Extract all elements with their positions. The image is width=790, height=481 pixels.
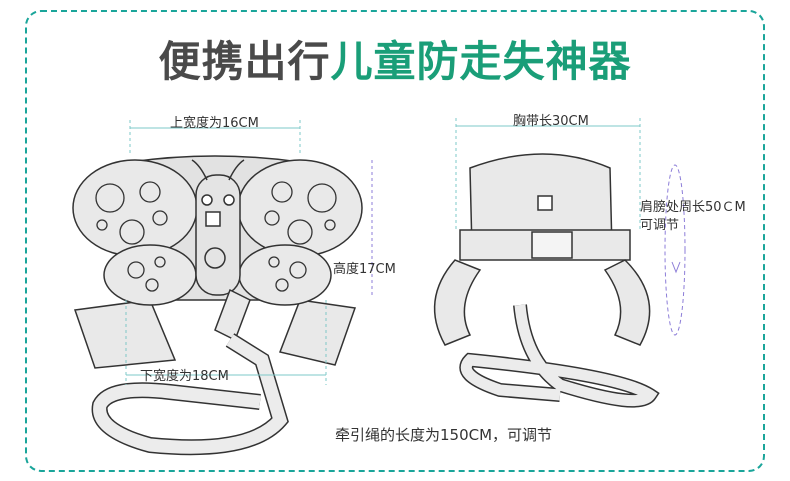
leash-label: 牵引绳的长度为150CM，可调节 bbox=[335, 426, 553, 444]
buckle bbox=[531, 231, 573, 259]
label-tag-back bbox=[537, 195, 553, 211]
left-eye bbox=[201, 194, 213, 206]
lower-width-label: 下宽度为18CM bbox=[140, 369, 229, 384]
page-title: 便携出行儿童防走失神器 bbox=[0, 28, 790, 89]
upper-width-label: 上宽度为16CM bbox=[170, 116, 259, 131]
ring bbox=[204, 247, 226, 269]
height-label: 高度17CM bbox=[333, 262, 396, 277]
title-part-2: 儿童防走失神器 bbox=[330, 37, 632, 86]
title-part-1: 便携出行 bbox=[158, 37, 331, 86]
left-lower-wing bbox=[103, 244, 197, 306]
back-leash-fill bbox=[460, 304, 658, 407]
left-lower-strap bbox=[73, 299, 177, 369]
right-lower-wing bbox=[238, 244, 332, 306]
label-tag bbox=[205, 211, 221, 227]
right-antenna bbox=[228, 159, 245, 181]
left-antenna bbox=[191, 159, 208, 181]
left-shoulder-strap bbox=[433, 259, 482, 346]
leash-fill bbox=[93, 334, 288, 454]
shoulder-label-line2: 可调节 bbox=[640, 218, 680, 233]
right-lower-strap bbox=[278, 299, 357, 366]
butterfly-body bbox=[195, 174, 241, 296]
shoulder-label-line1: 肩膀处周长50ＣM bbox=[640, 200, 746, 215]
dashed-frame bbox=[25, 10, 765, 472]
shoulder-loop-guide bbox=[664, 164, 686, 336]
right-eye bbox=[223, 194, 235, 206]
chest-strap-label: 胸带长30CM bbox=[513, 114, 589, 129]
right-shoulder-strap bbox=[603, 259, 651, 346]
